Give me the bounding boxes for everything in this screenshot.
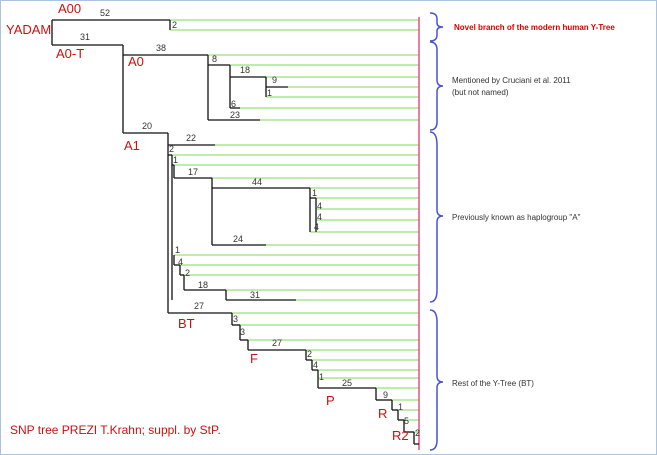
- label-r2: R2: [392, 428, 409, 443]
- num-9: 9: [383, 390, 388, 400]
- num-23: 23: [230, 110, 240, 120]
- num-20: 20: [142, 121, 152, 131]
- group-novel-text: Novel branch of the modern human Y-Tree: [454, 23, 615, 32]
- num-31: 31: [80, 32, 90, 42]
- num-2: 2: [172, 20, 177, 30]
- num-52: 52: [100, 8, 110, 18]
- group-cruciani-text-2: (but not named): [452, 88, 509, 97]
- num-2: 2: [169, 144, 174, 154]
- num-3: 3: [240, 327, 245, 337]
- leaf-lines: [170, 19, 419, 433]
- label-bt: BT: [178, 316, 195, 331]
- num-3: 3: [233, 314, 238, 324]
- num-25: 25: [342, 378, 352, 388]
- label-a0t: A0-T: [56, 46, 84, 61]
- group-cruciani-text: Mentioned by Cruciani et al. 2011: [452, 76, 571, 85]
- num-1: 1: [267, 88, 272, 98]
- label-a0: A0: [128, 54, 144, 69]
- num-4: 4: [313, 360, 318, 370]
- label-p: P: [326, 393, 335, 408]
- num-1: 1: [173, 155, 178, 165]
- label-f: F: [250, 351, 258, 366]
- num-8: 8: [212, 54, 217, 64]
- num-24: 24: [233, 234, 243, 244]
- num-1: 1: [312, 188, 317, 198]
- num-4: 4: [178, 257, 183, 267]
- num-5: 5: [404, 416, 409, 426]
- num-38: 38: [156, 43, 166, 53]
- label-yadam: YADAM: [6, 22, 51, 37]
- num-2: 2: [415, 428, 420, 438]
- num-27: 27: [194, 301, 204, 311]
- num-4: 4: [314, 222, 319, 232]
- num-17: 17: [188, 167, 198, 177]
- num-18: 18: [240, 65, 250, 75]
- label-a1: A1: [124, 138, 140, 153]
- label-a00: A00: [58, 1, 81, 16]
- tree-branches: [51, 19, 419, 445]
- num-4: 4: [317, 212, 322, 222]
- num-9: 9: [272, 75, 277, 85]
- num-44: 44: [252, 177, 262, 187]
- group-rest-text: Rest of the Y-Tree (BT): [452, 379, 534, 388]
- group-braces: [429, 12, 444, 451]
- num-6: 6: [231, 99, 236, 109]
- num-1: 1: [319, 372, 324, 382]
- num-2: 2: [185, 268, 190, 278]
- credit-text: SNP tree PREZI T.Krahn; suppl. by StP.: [10, 423, 221, 437]
- num-4: 4: [317, 201, 322, 211]
- num-1: 1: [398, 402, 403, 412]
- num-27: 27: [272, 338, 282, 348]
- num-2: 2: [307, 349, 312, 359]
- branch-numbers: 52 2 31 38 8 18 9 1 6 23 20 22 2 1 17 44…: [80, 8, 420, 438]
- num-31: 31: [250, 290, 260, 300]
- num-22: 22: [186, 133, 196, 143]
- label-r: R: [378, 406, 387, 421]
- num-1: 1: [175, 245, 180, 255]
- group-previously-text: Previously known as haplogroup "A": [452, 213, 581, 222]
- num-18: 18: [198, 280, 208, 290]
